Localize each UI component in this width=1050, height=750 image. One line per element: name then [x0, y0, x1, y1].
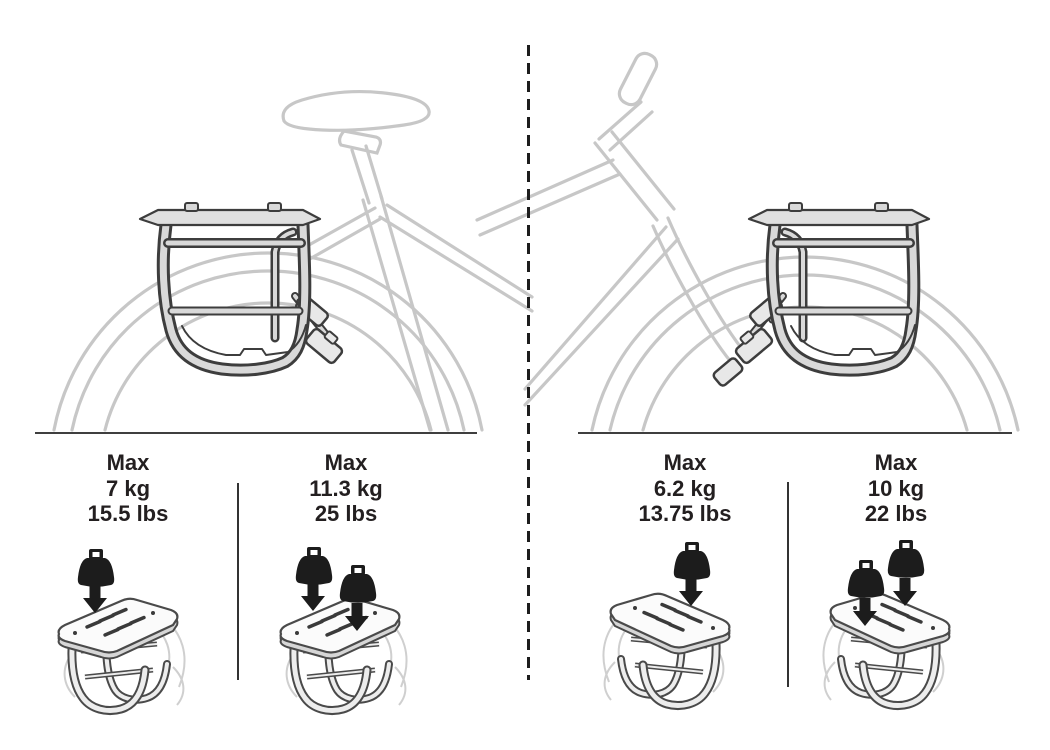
weight-icon — [77, 549, 115, 587]
limit-kg: 11.3 kg — [309, 475, 383, 501]
rear-platform-load-diagram — [50, 549, 200, 718]
limit-kg: 7 kg — [105, 475, 151, 501]
down-arrow-icon — [301, 583, 325, 611]
limit-lbs: 25 lbs — [314, 501, 378, 526]
weight-icon — [673, 542, 711, 580]
limit-lbs: 15.5 lbs — [87, 501, 169, 526]
limit-label: Max — [324, 450, 368, 475]
limit-kg: 10 kg — [867, 475, 925, 501]
front-platform-limit-text: Max 6.2 kg 13.75 lbs — [605, 450, 765, 527]
limit-label: Max — [663, 450, 707, 475]
limit-kg: 6.2 kg — [653, 475, 717, 501]
limit-label: Max — [106, 450, 150, 475]
front-section-rule — [578, 432, 1012, 434]
rear-section-rule — [35, 432, 477, 434]
weight-icon — [887, 540, 925, 578]
weight-icon — [847, 560, 885, 598]
rear-limits-divider — [237, 483, 239, 680]
weight-icon — [295, 547, 333, 585]
front-bike-rack-illustration — [475, 51, 1020, 432]
rear-platform-limit-text: Max 7 kg 15.5 lbs — [48, 450, 208, 527]
weight-icon — [339, 565, 377, 603]
rear-bike-rack-illustration — [52, 90, 534, 432]
front-platform-load-diagram — [588, 542, 738, 713]
limit-lbs: 22 lbs — [864, 501, 928, 526]
front-total-load-diagram — [808, 540, 958, 713]
front-limits-divider — [787, 482, 789, 687]
limit-lbs: 13.75 lbs — [638, 501, 732, 526]
front-total-limit-text: Max 10 kg 22 lbs — [816, 450, 976, 527]
rear-total-load-diagram — [272, 547, 422, 718]
limit-label: Max — [874, 450, 918, 475]
rear-total-limit-text: Max 11.3 kg 25 lbs — [266, 450, 426, 527]
center-divider-dashed-line — [527, 45, 530, 680]
